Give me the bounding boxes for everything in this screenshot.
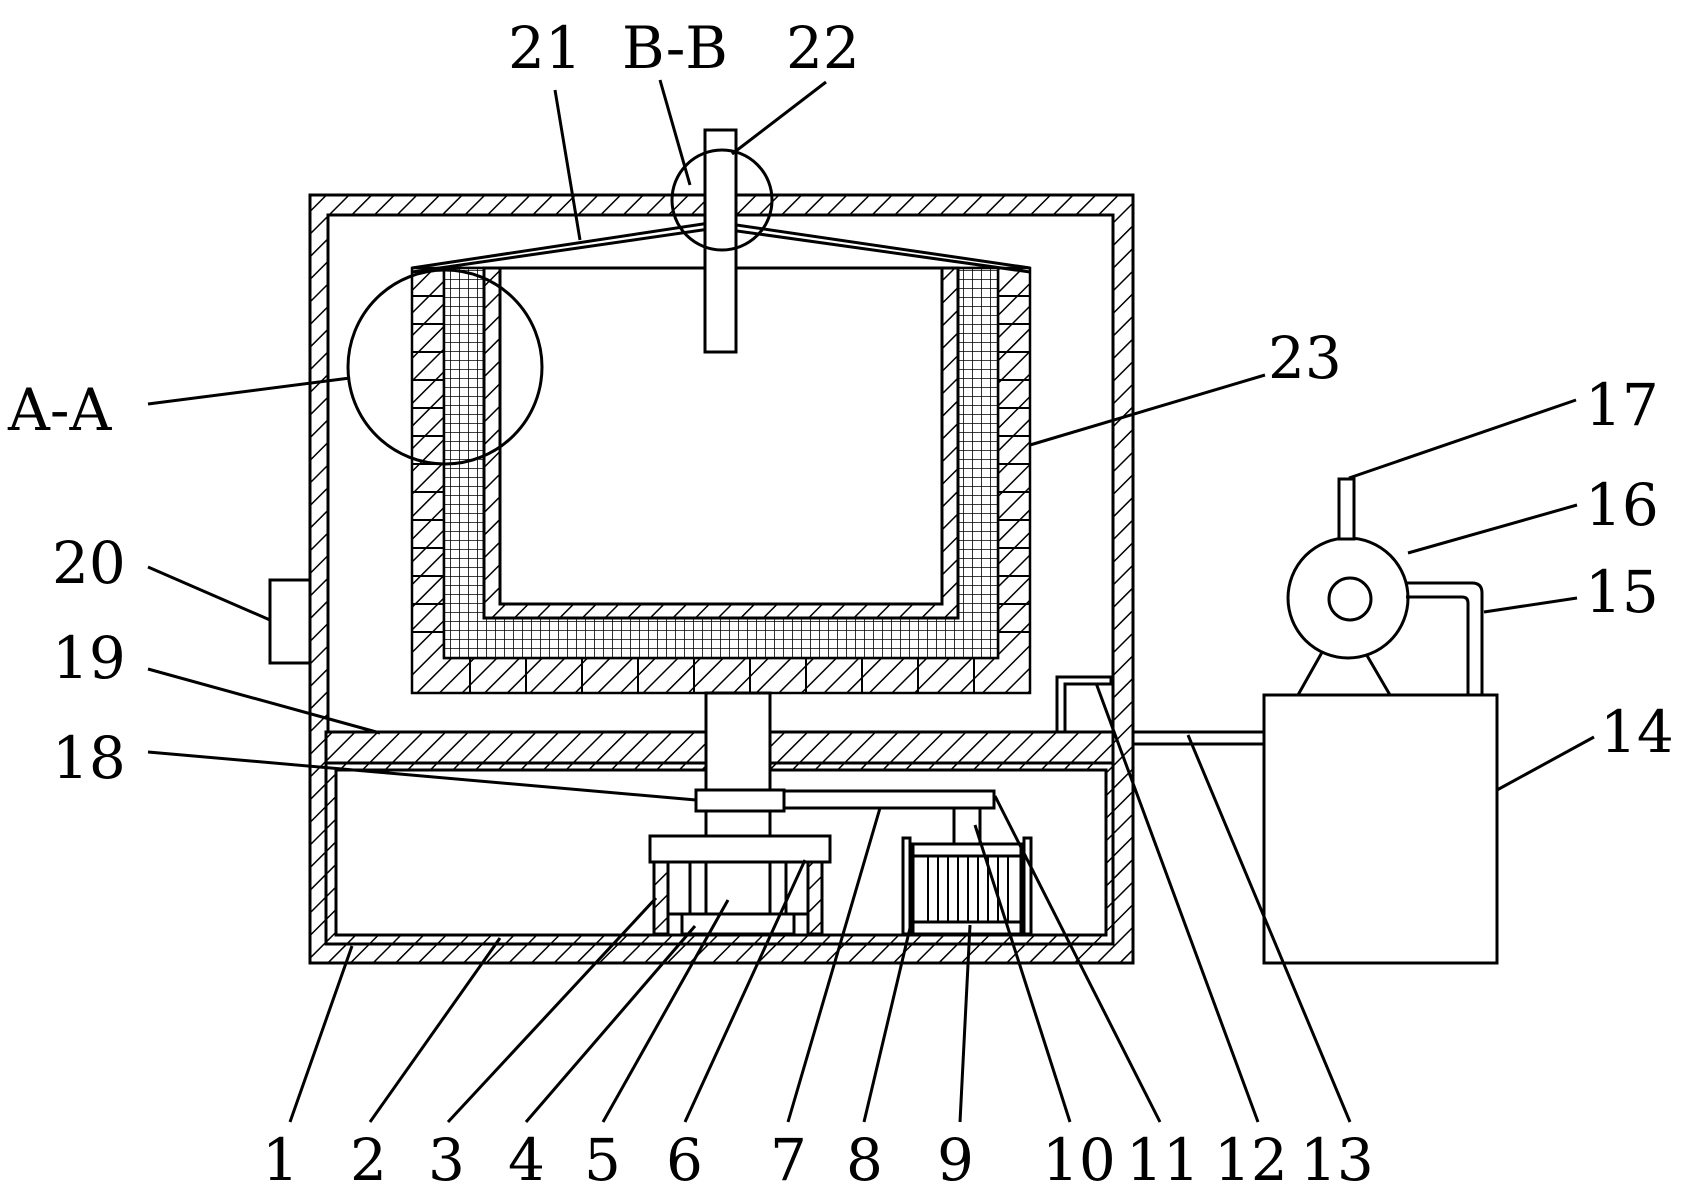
motor-assembly (901, 806, 1033, 936)
label-1: 1 (262, 1126, 299, 1191)
label-9: 9 (937, 1126, 974, 1191)
label-2: 2 (350, 1126, 387, 1191)
leader-lines (147, 79, 1595, 1124)
section-label-a: A-A (7, 376, 112, 444)
label-21: 21 (508, 14, 582, 82)
detail-circle-b (670, 148, 774, 252)
pump (1286, 477, 1484, 696)
label-17: 17 (1585, 371, 1659, 439)
section-label-b: B-B (622, 14, 728, 82)
label-6: 6 (666, 1126, 703, 1191)
label-8: 8 (846, 1126, 883, 1191)
label-12: 12 (1214, 1126, 1288, 1191)
label-5: 5 (584, 1126, 621, 1191)
labels: 1 2 3 4 5 6 7 8 9 10 11 12 13 14 15 16 1… (7, 14, 1674, 1191)
label-4: 4 (508, 1126, 545, 1191)
side-box (268, 578, 312, 665)
tank (1262, 693, 1499, 965)
inner-vessel (410, 266, 1032, 695)
block-separators (412, 295, 1030, 693)
drive-mechanism (648, 691, 996, 936)
label-18: 18 (52, 724, 126, 792)
top-shaft (703, 128, 738, 354)
label-15: 15 (1585, 558, 1659, 626)
detail-circle-a (346, 268, 544, 466)
label-22: 22 (786, 14, 860, 82)
label-23: 23 (1268, 324, 1342, 392)
label-14: 14 (1600, 698, 1674, 766)
label-3: 3 (428, 1126, 465, 1191)
label-16: 16 (1585, 471, 1659, 539)
outlet-pipe (1055, 675, 1264, 746)
label-13: 13 (1300, 1126, 1374, 1191)
label-19: 19 (52, 624, 126, 692)
label-11: 11 (1126, 1126, 1200, 1191)
label-10: 10 (1042, 1126, 1116, 1191)
label-7: 7 (770, 1126, 807, 1191)
label-20: 20 (52, 529, 126, 597)
